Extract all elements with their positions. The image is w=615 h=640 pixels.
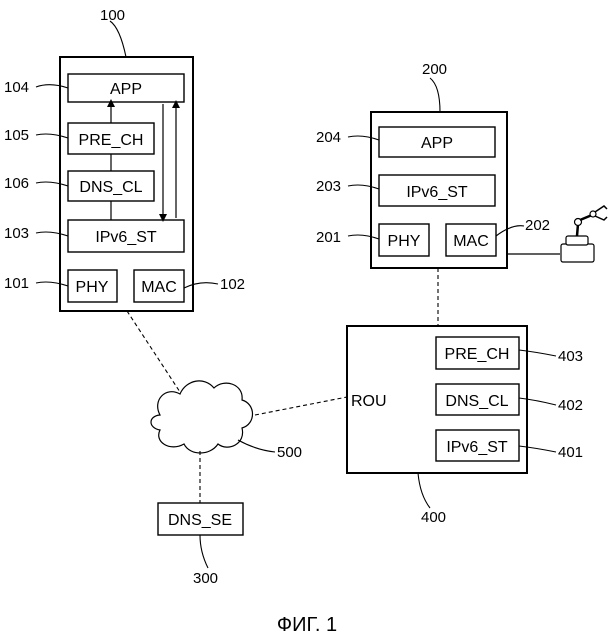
- device-100-app-label: APP: [110, 81, 142, 98]
- robot-arm-icon: [561, 206, 607, 262]
- device-200-app-label: APP: [421, 135, 453, 152]
- device-200-ipv6-st-label: IPv6_ST: [406, 184, 468, 201]
- router-400-ref: 400: [421, 509, 446, 526]
- device-200-phy-ref: 201: [316, 229, 341, 246]
- device-100-pre-ch-ref: 105: [4, 127, 29, 144]
- device-100-mac-label: MAC: [141, 279, 177, 296]
- device-200-app-ref: 204: [316, 129, 341, 146]
- dns-server-leader: [200, 535, 208, 568]
- router-400-label: ROU: [351, 393, 387, 410]
- device-100-phy-ref: 101: [4, 275, 29, 292]
- device-100-pre-ch-label: PRE_CH: [79, 132, 144, 149]
- dns-server-300: DNS_SE 300: [158, 503, 243, 587]
- device-100-leader: [110, 21, 126, 57]
- router-400-dns-cl-label: DNS_CL: [445, 393, 508, 410]
- device-100: 100 APP 104 PRE_CH 105 DNS_CL 106 IPv6_S…: [4, 7, 245, 311]
- network-500-leader: [238, 440, 275, 452]
- router-400-pre-ch-label: PRE_CH: [445, 346, 510, 363]
- device-200-leader: [430, 78, 440, 112]
- device-100-ipv6-st-label: IPv6_ST: [95, 229, 157, 246]
- device-100-ref: 100: [100, 7, 125, 24]
- device-100-mac-ref: 102: [220, 276, 245, 293]
- router-400-ipv6-st-ref: 401: [558, 444, 583, 461]
- device-200-phy-label: PHY: [388, 233, 421, 250]
- device-100-dns-cl-label: DNS_CL: [79, 179, 142, 196]
- device-100-app-ref: 104: [4, 79, 29, 96]
- dns-server-label: DNS_SE: [168, 512, 232, 529]
- router-400: ROU 400 PRE_CH 403 DNS_CL 402 IPv6_ST 40…: [347, 326, 583, 526]
- router-400-pre-ch-ref: 403: [558, 348, 583, 365]
- device-100-ipv6-st-ref: 103: [4, 225, 29, 242]
- network-500-ref: 500: [277, 444, 302, 461]
- device-200: 200 APP 204 IPv6_ST 203 PHY 201 MAC 202: [316, 61, 560, 268]
- router-400-dns-cl-ref: 402: [558, 397, 583, 414]
- device-100-phy-label: PHY: [76, 279, 109, 296]
- router-400-leader: [418, 473, 430, 508]
- device-200-mac-label: MAC: [453, 233, 489, 250]
- link-device-100-network: [127, 311, 180, 392]
- network-cloud-500: 500: [151, 381, 302, 461]
- dns-server-ref: 300: [193, 570, 218, 587]
- device-200-ref: 200: [422, 61, 447, 78]
- figure-caption: ФИГ. 1: [277, 614, 337, 636]
- device-100-dns-cl-ref: 106: [4, 175, 29, 192]
- device-200-ipv6-st-ref: 203: [316, 178, 341, 195]
- link-network-router: [255, 397, 347, 415]
- cloud-icon: [151, 381, 253, 453]
- device-200-mac-ref: 202: [525, 217, 550, 234]
- router-400-ipv6-st-label: IPv6_ST: [446, 439, 508, 456]
